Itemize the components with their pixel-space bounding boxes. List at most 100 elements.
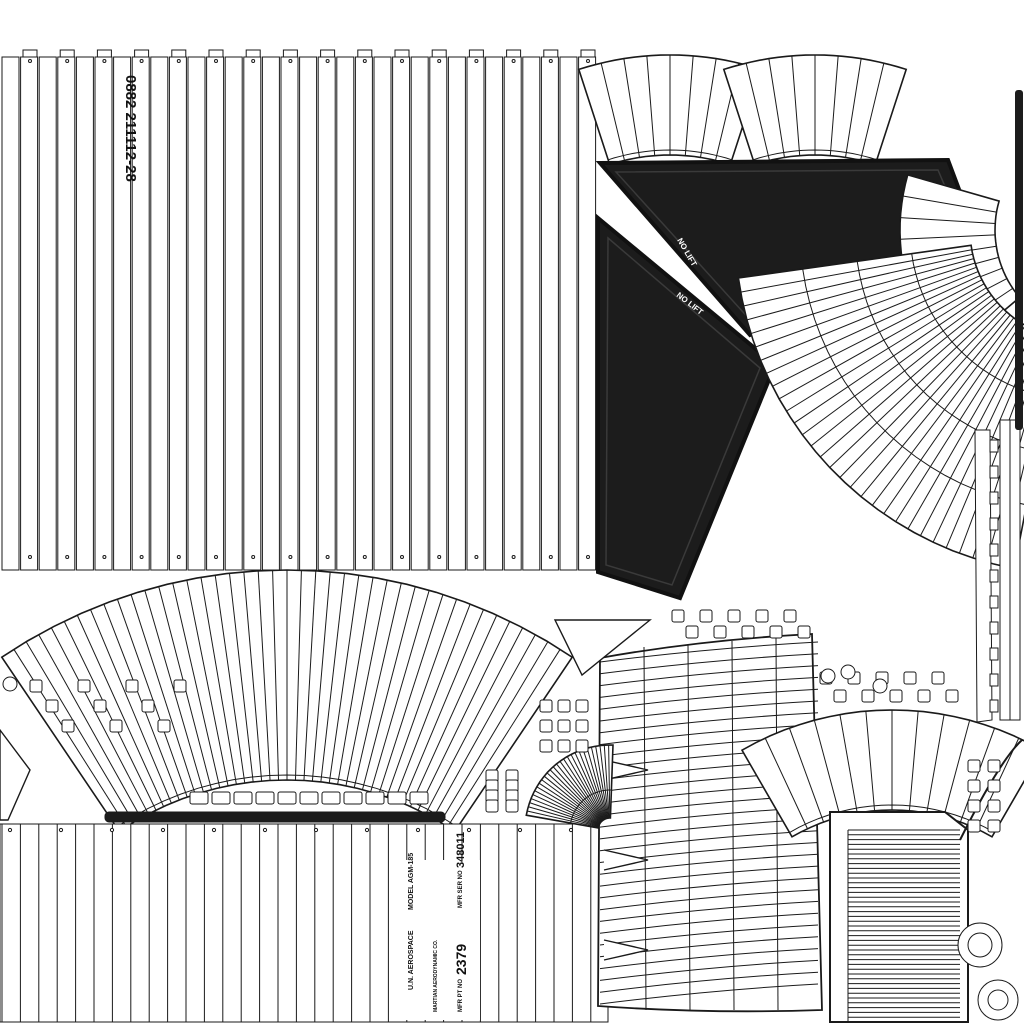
strip (243, 56, 262, 571)
rivet (214, 59, 218, 63)
strip (466, 56, 485, 571)
part-block (321, 791, 341, 805)
curved-grid-panel (597, 633, 823, 1013)
strip-tab (431, 49, 447, 58)
strip (503, 56, 522, 571)
fan-rib (608, 745, 611, 819)
part-ring (2, 676, 18, 692)
part-block (967, 759, 981, 773)
part-block (987, 799, 1001, 813)
fan-rib (745, 63, 770, 161)
fan-rib (378, 594, 444, 795)
fan-rib (50, 627, 149, 815)
rivet (548, 555, 553, 559)
fan-rib (556, 763, 603, 821)
rivet (28, 59, 32, 63)
part-block (931, 671, 945, 685)
strip (1, 56, 20, 571)
fan-rib (440, 641, 549, 823)
fan-ring (911, 253, 1024, 391)
strip (187, 56, 206, 571)
strip (261, 56, 280, 571)
fan-rib (353, 582, 402, 788)
rivet (325, 59, 330, 63)
fan-rib (772, 279, 983, 387)
part-block (575, 699, 589, 713)
fan-rib (788, 727, 825, 823)
strip (94, 56, 113, 571)
fan-rib (603, 745, 610, 819)
rivet (313, 827, 319, 833)
strip-tab (59, 49, 75, 58)
part-block (903, 671, 917, 685)
fan-rib (959, 727, 996, 823)
rivet (362, 59, 367, 63)
rivet (437, 555, 442, 559)
part-block (987, 779, 1001, 793)
rivet (109, 827, 115, 833)
plate-area (400, 860, 480, 1020)
rivet (517, 827, 523, 833)
fan-rib (755, 266, 977, 348)
part-block (987, 759, 1001, 773)
fan-rib (760, 271, 979, 361)
plate-ser-label: MFR SER NO (458, 870, 464, 908)
fan-rib (600, 63, 625, 161)
fan-rib (328, 575, 360, 784)
part-block (557, 739, 571, 753)
rivet (362, 555, 367, 559)
strip (113, 56, 132, 571)
plate-manufacturer: MARTIAN AERODYNAMIC CO. (433, 939, 439, 1012)
part-block (299, 791, 319, 805)
part-block (539, 739, 553, 753)
fan-rib (130, 594, 196, 795)
fan-rib (425, 627, 524, 815)
fan-rib (764, 737, 808, 829)
rb-outline (829, 811, 969, 1023)
fan-rib (902, 195, 997, 213)
rivet (364, 827, 370, 833)
part-block (967, 799, 981, 813)
rivet (511, 59, 516, 63)
strip (20, 56, 39, 571)
part-block (671, 609, 685, 623)
strip-tab (320, 49, 336, 58)
rivet (65, 59, 70, 63)
mid-row (599, 700, 819, 722)
rivet (568, 827, 574, 833)
mid-row (599, 853, 819, 875)
fan-rib (849, 311, 1008, 488)
strip-tab (134, 49, 150, 58)
part-block (409, 791, 429, 805)
fan-rib (320, 573, 346, 782)
fan-rib (214, 575, 246, 784)
fan-rib (432, 634, 536, 819)
fan-rib (860, 63, 885, 161)
fan-rib (802, 294, 992, 436)
part-block (233, 791, 253, 805)
rivet (400, 555, 404, 559)
strip (429, 56, 448, 571)
rivet (7, 827, 13, 833)
part-block (967, 819, 981, 833)
part-block (833, 689, 847, 703)
part-number-label: 0882 211112-28 (122, 75, 139, 182)
fan-rib (394, 603, 471, 801)
strip (38, 56, 57, 571)
strip (150, 56, 169, 571)
plate-pt-label: MFR PT NO (458, 979, 464, 1012)
part-block (685, 625, 699, 639)
mid-row (599, 900, 819, 922)
fan-rib (883, 320, 1018, 515)
mid-row (599, 948, 819, 970)
fan-rib (361, 586, 416, 790)
fan-rib (386, 598, 458, 798)
strip-tab (208, 49, 224, 58)
part-block (387, 791, 407, 805)
part-block (539, 699, 553, 713)
mid-row (599, 688, 819, 710)
fan-rib (750, 262, 976, 335)
strip-clip (989, 621, 999, 635)
fan-rib (810, 298, 995, 447)
fan-rib (76, 614, 165, 807)
